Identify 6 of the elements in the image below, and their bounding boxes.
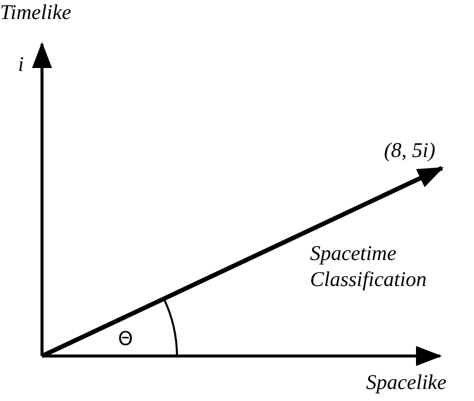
axis-label: i bbox=[18, 52, 24, 76]
coordinate-label: (8, 5i) bbox=[384, 138, 436, 162]
axis-label: Spacelike bbox=[366, 370, 446, 394]
vector-label: Spacetime Classification bbox=[310, 240, 428, 292]
angle-label: Θ bbox=[118, 327, 133, 351]
axis-label: Timelike bbox=[0, 0, 72, 24]
